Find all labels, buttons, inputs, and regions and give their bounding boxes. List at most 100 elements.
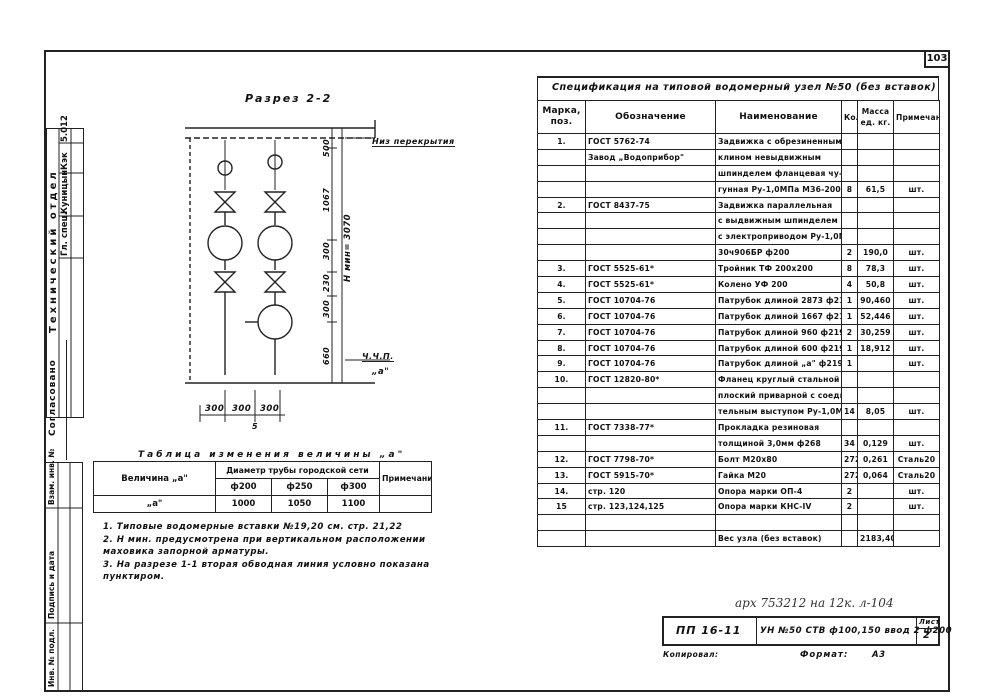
spec-cell-designation: ГОСТ 5525-61* (585, 260, 716, 278)
title-divider-2 (916, 618, 917, 644)
spec-row: шпинделем фланцевая чу- (537, 164, 940, 182)
spec-cell-mass (857, 498, 894, 516)
spec-cell-qty: 1 (841, 307, 858, 325)
spec-cell-qty (841, 148, 858, 166)
dim-300-a: 300 (322, 241, 331, 260)
spec-cell-note (893, 148, 940, 166)
spec-header-note: Примечание (893, 100, 940, 134)
spec-header-mass: Масса ед. кг. (857, 100, 894, 134)
spec-cell-designation (585, 403, 716, 421)
var-diam-2: ф250 (271, 478, 328, 496)
note-line: 2. Н мин. предусмотрена при вертикальном… (103, 534, 426, 545)
valve-right-1 (263, 191, 287, 203)
spec-row: Завод „Водоприбор"клином невыдвижным (537, 148, 940, 166)
spec-header-qty: Кол (841, 100, 858, 134)
note-line: 3. На разрезе 1-1 вторая обводная линия … (103, 559, 430, 570)
spec-cell-note (893, 212, 940, 230)
dim-660: 660 (322, 346, 331, 365)
dim-mark-5: 5 (252, 422, 259, 431)
meter-right (257, 225, 293, 261)
spec-cell-note (893, 228, 940, 246)
spec-cell-designation: ГОСТ 10704-76 (585, 291, 716, 309)
var-row-label: „а" (93, 495, 216, 513)
spec-cell-qty: 2 (841, 498, 858, 516)
spec-cell-mass (857, 212, 894, 230)
spec-cell-qty (841, 133, 858, 150)
copied-label: Копировал: (663, 650, 719, 659)
meter-left (207, 225, 243, 261)
spec-cell-qty (841, 530, 858, 548)
spec-cell-name: 30ч906БР ф200 (715, 244, 842, 262)
note-line: маховика запорной арматуры. (103, 547, 270, 558)
dim-500: 500 (322, 138, 331, 157)
spec-cell-mark (537, 514, 586, 532)
spec-cell-name: клином невыдвижным (715, 148, 842, 166)
stamp-name: Куницын (60, 169, 70, 214)
spec-cell-designation: стр. 120 (585, 482, 716, 500)
spec-cell-name: Патрубок длиной 1667 ф219х6 (715, 307, 842, 325)
ceiling-label: Низ перекрытия (372, 137, 455, 147)
spec-cell-note (893, 387, 940, 405)
spec-cell-note: шт. (893, 434, 940, 452)
title-divider-3 (916, 628, 938, 629)
spec-cell-mass: 0,129 (857, 434, 894, 452)
spec-cell-note: шт. (893, 323, 940, 341)
spec-cell-note: шт. (893, 498, 940, 516)
spec-row: 11.ГОСТ 7338-77*Прокладка резиновая (537, 419, 940, 436)
var-value-3: 1100 (326, 495, 381, 513)
bottom-left-grid (46, 463, 82, 691)
spec-cell-mass: 30,259 (857, 323, 894, 341)
var-table: Величина „а" Диаметр трубы городской сет… (93, 461, 433, 513)
spec-cell-designation: ГОСТ 10704-76 (585, 307, 716, 325)
spec-cell-note (893, 164, 940, 182)
spec-cell-mass: 61,5 (857, 180, 894, 198)
spec-row (537, 514, 940, 532)
spec-row: 12.ГОСТ 7798-70*Болт М20х802720,261Сталь… (537, 450, 940, 468)
var-diam-3: ф300 (326, 478, 381, 496)
spec-cell-mark: 7. (537, 323, 586, 341)
spec-cell-mark: 3. (537, 260, 586, 278)
spec-cell-name: Тройник ТФ 200х200 (715, 260, 842, 278)
spec-cell-mass (857, 133, 894, 150)
dim-bottom-1: 300 (205, 404, 225, 414)
spec-cell-note: шт. (893, 339, 940, 357)
spec-cell-name: Фланец круглый стальной (715, 371, 842, 389)
spec-row: 10.ГОСТ 12820-80*Фланец круглый стальной (537, 371, 940, 389)
spec-cell-name: Патрубок длиной 960 ф219х6 (715, 323, 842, 341)
spec-cell-qty: 8 (841, 260, 858, 278)
stamp-signature-label: Подпись и дата (47, 550, 56, 619)
spec-cell-name: Колено УФ 200 (715, 276, 842, 293)
dim-1067: 1067 (322, 187, 331, 212)
spec-cell-mass (857, 387, 894, 405)
spec-cell-designation (585, 180, 716, 198)
spec-cell-designation: ГОСТ 10704-76 (585, 355, 716, 373)
spec-cell-name: Вес узла (без вставок) (715, 530, 842, 548)
spec-cell-designation: ГОСТ 10704-76 (585, 339, 716, 357)
spec-cell-name: Опора марки КНС-IV (715, 498, 842, 516)
spec-cell-mark: 8. (537, 339, 586, 357)
spec-cell-qty: 272 (841, 466, 858, 484)
title-code: ПП 16-11 (676, 624, 742, 637)
spec-cell-qty: 1 (841, 355, 858, 373)
var-value-1: 1000 (215, 495, 272, 513)
bottom-left-stamp: Взам. инв. № Подпись и дата Инв. № подл. (46, 449, 83, 691)
spec-header-designation: Обозначение (585, 100, 716, 134)
left-stamp-grid (46, 128, 84, 418)
spec-cell-mass (857, 514, 894, 532)
spec-cell-note: шт. (893, 260, 940, 278)
spec-cell-designation: ГОСТ 12820-80* (585, 371, 716, 389)
spec-cell-note (893, 419, 940, 436)
dim-bottom-2: 300 (232, 404, 252, 414)
var-value-note (379, 495, 433, 513)
spec-cell-designation (585, 530, 716, 548)
spec-cell-name: гунная Pу-1,0МПа МЗ6-200 (715, 180, 842, 198)
spec-cell-designation: ГОСТ 7338-77* (585, 419, 716, 436)
